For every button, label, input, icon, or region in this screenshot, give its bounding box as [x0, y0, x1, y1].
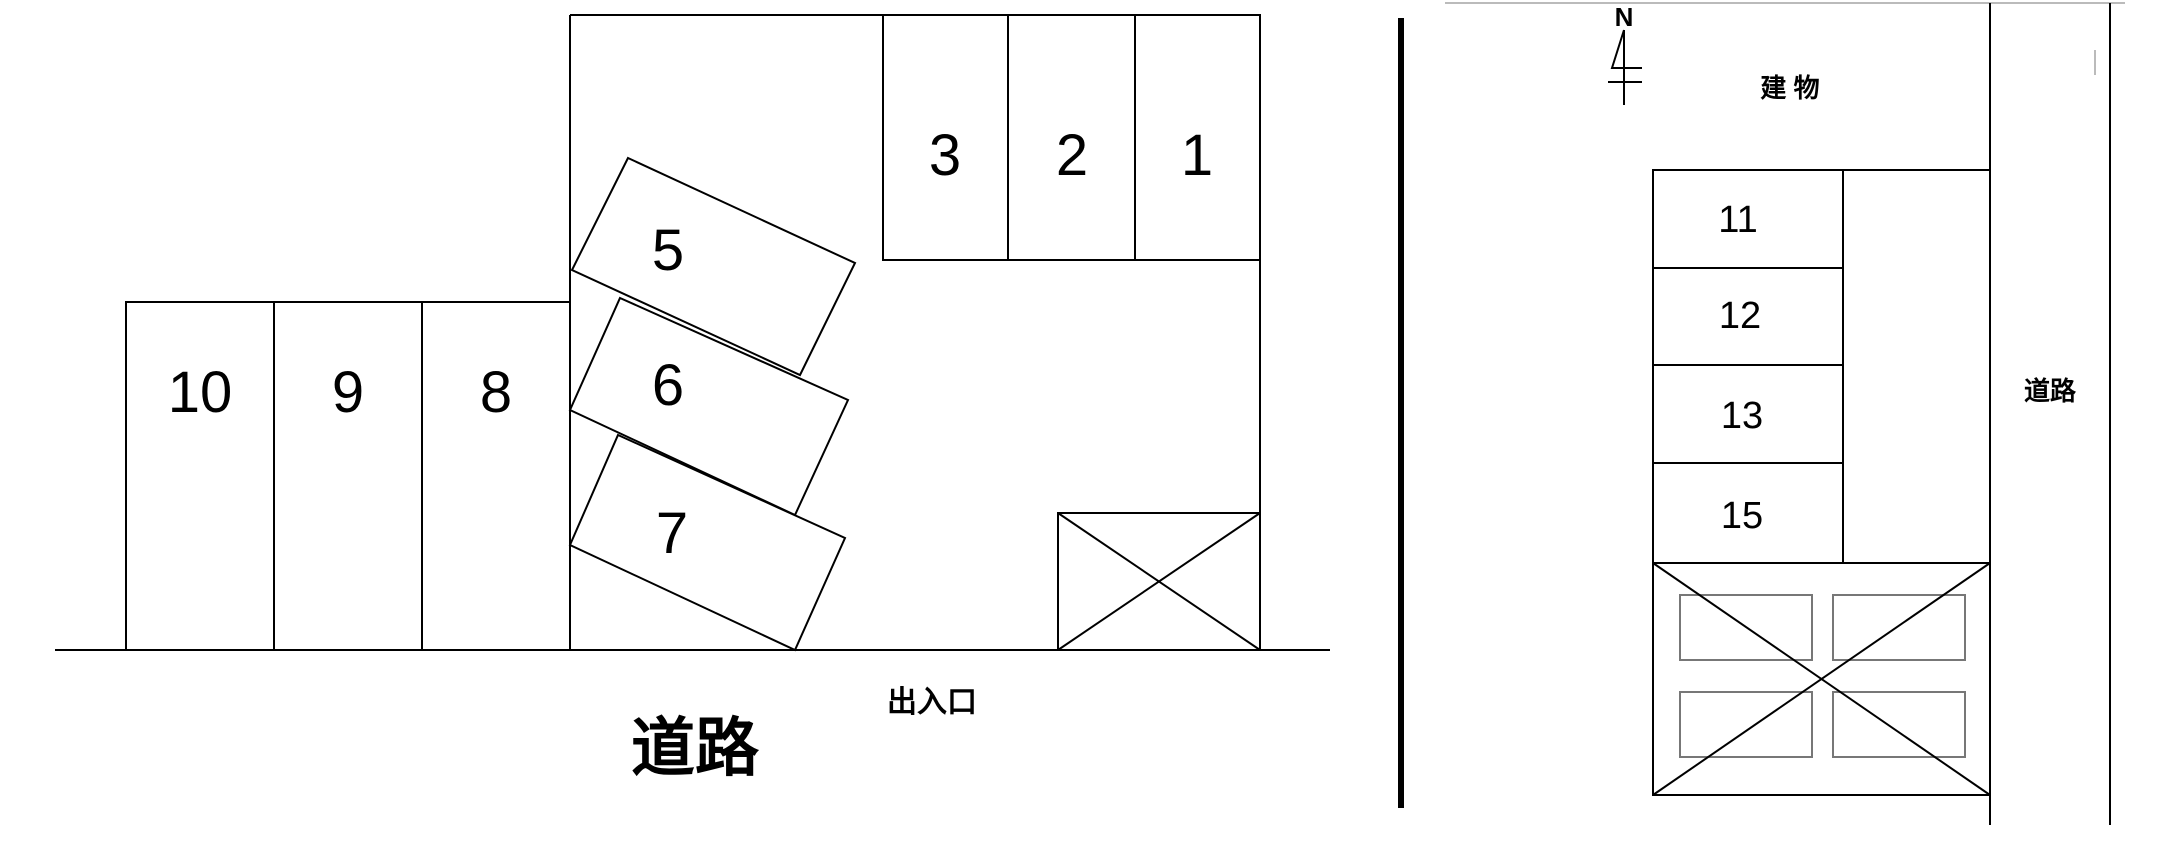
- inner-rect-tr: [1832, 594, 1966, 661]
- space-label-10: 10: [168, 360, 233, 425]
- space-label-3: 3: [929, 123, 961, 188]
- space-label-15: 15: [1721, 495, 1763, 537]
- entrance-label: 出入口: [887, 686, 977, 719]
- space-label-11: 11: [1718, 199, 1757, 241]
- space-label-6: 6: [652, 353, 684, 418]
- parking-space-7: [568, 433, 847, 652]
- no-parking-cross-b: [1057, 512, 1261, 651]
- parking-space-5: [570, 156, 857, 377]
- north-label: N: [1615, 2, 1634, 32]
- parking-space-1: [1134, 14, 1261, 261]
- inner-rect-bl: [1679, 691, 1813, 758]
- space-label-12: 12: [1719, 295, 1761, 337]
- space-label-5: 5: [652, 218, 684, 283]
- inner-rect-tl: [1679, 594, 1813, 661]
- parking-space-6: [568, 296, 850, 517]
- inner-rect-br: [1832, 691, 1966, 758]
- space-label-2: 2: [1056, 123, 1088, 188]
- no-parking-box-left: [1057, 512, 1261, 651]
- space-label-1: 1: [1181, 123, 1213, 188]
- road-label-left: 道路: [631, 712, 760, 784]
- road-label-right: 道路: [2024, 376, 2077, 406]
- building-label: 建 物: [1760, 73, 1819, 103]
- space-label-13: 13: [1721, 395, 1763, 437]
- parking-space-9: [273, 301, 423, 651]
- no-parking-cross-d: [1652, 562, 1991, 796]
- parking-space-10: [125, 301, 275, 651]
- north-arrow-head: [1610, 29, 1642, 69]
- parking-space-8: [421, 301, 571, 651]
- space-label-8: 8: [480, 360, 512, 425]
- no-parking-box-right: [1652, 562, 1991, 796]
- space-label-9: 9: [332, 360, 364, 425]
- space-label-7: 7: [656, 501, 688, 566]
